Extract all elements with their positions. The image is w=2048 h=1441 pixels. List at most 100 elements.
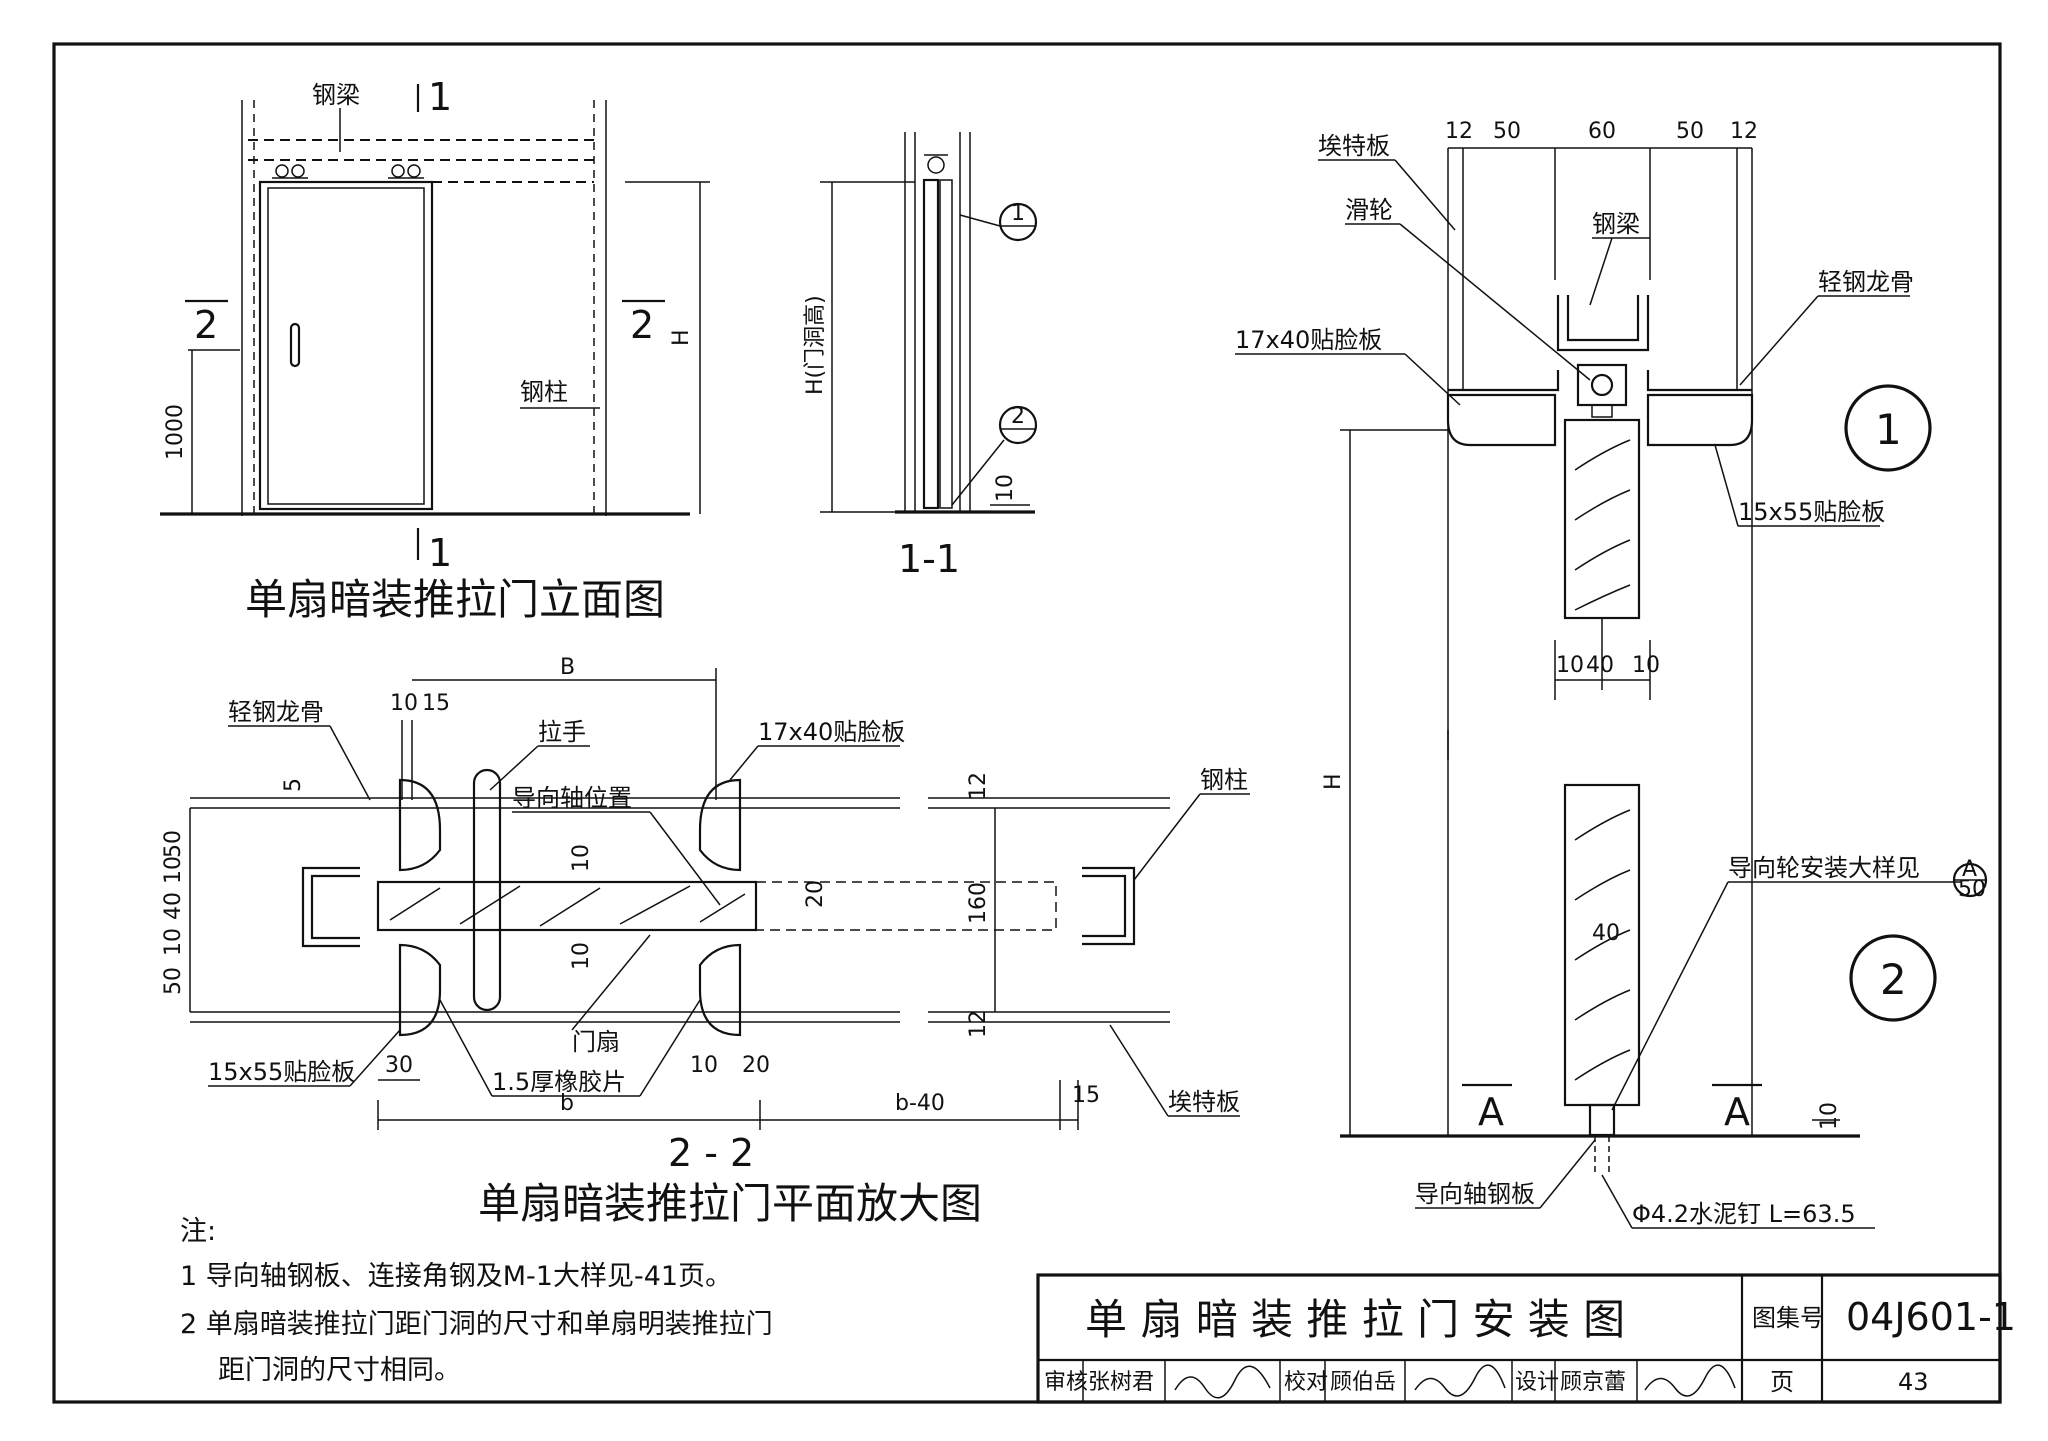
elev-section-1-top: 1 (428, 75, 452, 119)
callout-1 (998, 202, 1038, 242)
titleblock-checker: 顾伯岳 (1330, 1370, 1396, 1395)
svg-text:2: 2 (1011, 404, 1025, 429)
plan-2-2: B 10 15 轻钢龙骨 拉手 17x40贴脸板 导向轴位置 钢柱 50 10 … (161, 655, 1250, 1228)
titleblock-designer: 顾京蕾 (1560, 1370, 1626, 1395)
section-1-1: H(门洞高) 1 2 10 1-1 (803, 132, 1038, 581)
notes-line-3: 距门洞的尺寸相同。 (218, 1355, 461, 1386)
detail-guide-ref-label: 导向轮安装大样见 (1728, 854, 1920, 882)
plan-column-label: 钢柱 (1200, 766, 1248, 794)
plan-dim-B: B (560, 655, 575, 680)
section-title: 1-1 (898, 537, 960, 581)
svg-text:A: A (1962, 857, 1977, 882)
plan-dim-10: 10 (390, 691, 418, 716)
plan-board-label: 埃特板 (1168, 1088, 1240, 1116)
svg-text:50: 50 (1958, 877, 1986, 902)
svg-text:10: 10 (569, 844, 594, 872)
detail-circle-1 (1844, 384, 1932, 472)
plan-title: 单扇暗装推拉门平面放大图 (478, 1179, 982, 1228)
section-roller-icon (924, 154, 948, 174)
detail-board-label: 埃特板 (1318, 132, 1390, 160)
svg-text:50: 50 (161, 830, 186, 858)
detail-dim-10b: 10 (1632, 653, 1660, 678)
checker-signature-icon (1414, 1364, 1506, 1397)
titleblock-reviewer: 张树君 (1088, 1370, 1154, 1395)
plan-face-right-bottom (698, 943, 742, 1037)
detail-dim-12-right: 12 (1730, 119, 1758, 144)
callout-2 (998, 405, 1038, 445)
detail-pulley-label: 滑轮 (1345, 196, 1393, 224)
plan-left-channel (301, 866, 360, 948)
plan-door-leaf-label: 门扇 (572, 1028, 620, 1056)
notes-line-1: 1 导向轴钢板、连接角钢及M-1大样见-41页。 (180, 1261, 732, 1292)
svg-text:10: 10 (569, 942, 594, 970)
elev-height-dim: H (669, 329, 694, 346)
detail-face-15x55 (1646, 393, 1754, 447)
plan-dim-20-lower: 20 (742, 1053, 770, 1078)
detail-view: 12 50 60 50 12 10 40 10 40 H 埃特板 (1235, 119, 1988, 1229)
detail-dim-40: 40 (1586, 653, 1614, 678)
plan-dim-15: 15 (422, 691, 450, 716)
detail-dim-40-lower: 40 (1592, 921, 1620, 946)
titleblock-check: 校对 (1284, 1370, 1328, 1395)
detail-dim-H: H (1321, 773, 1346, 790)
roller-right-icon (388, 164, 424, 179)
plan-dim-b: b (560, 1091, 574, 1116)
pulley-icon (1576, 363, 1628, 418)
detail-face-15x55-label: 15x55贴脸板 (1738, 498, 1885, 526)
elev-1000-dim: 1000 (163, 404, 188, 460)
title-block: 单 扇 暗 装 推 拉 门 安 装 图 图集号 04J601-1 审核 张树君 … (1036, 1273, 2016, 1404)
plan-face-left-top (398, 778, 442, 872)
elev-section-2-left: 2 (194, 303, 218, 347)
detail-section-A-left: A (1478, 1090, 1504, 1134)
plan-section-title: 2 - 2 (668, 1131, 754, 1175)
svg-text:10: 10 (161, 928, 186, 956)
elev-section-2-right: 2 (630, 303, 654, 347)
svg-text:50: 50 (161, 967, 186, 995)
door-handle-icon (289, 322, 301, 368)
titleblock-atlas-label: 图集号 (1752, 1304, 1824, 1332)
elev-title: 单扇暗装推拉门立面图 (245, 575, 665, 624)
sheet-border (52, 42, 2002, 1404)
elev-door-leaf (258, 180, 434, 511)
plan-face-15x55-label: 15x55贴脸板 (208, 1058, 355, 1086)
detail-face-17x40-label: 17x40贴脸板 (1235, 326, 1382, 354)
elevation-view: 钢梁 1 H 1000 2 2 钢柱 1 单扇暗装推拉门立面图 (160, 75, 710, 624)
plan-light-keel-label: 轻钢龙骨 (228, 698, 324, 726)
guide-axis-icon (1588, 1103, 1616, 1137)
section-10-dim: 10 (993, 474, 1018, 502)
detail-light-keel-label: 轻钢龙骨 (1818, 268, 1914, 296)
detail-dim-10a: 10 (1556, 653, 1584, 678)
reviewer-signature-icon (1174, 1365, 1271, 1399)
plan-dim-20: 20 (803, 880, 828, 908)
svg-text:40: 40 (161, 892, 186, 920)
plan-face-right-top (698, 778, 742, 872)
plan-face-17x40-label: 17x40贴脸板 (758, 718, 905, 746)
detail-beam-label: 钢梁 (1592, 210, 1640, 238)
designer-signature-icon (1644, 1364, 1736, 1397)
detail-dim-50-left: 50 (1493, 119, 1521, 144)
detail-guide-plate-label: 导向轴钢板 (1415, 1180, 1535, 1208)
plan-dim-15-lower: 15 (1072, 1083, 1100, 1108)
roller-left-icon (272, 164, 308, 179)
plan-handle (472, 768, 502, 1012)
plan-guide-pos-label: 导向轴位置 (512, 784, 632, 812)
detail-circle-2 (1849, 934, 1937, 1022)
titleblock-title: 单 扇 暗 装 推 拉 门 安 装 图 (1085, 1295, 1625, 1344)
notes-heading: 注: (180, 1216, 216, 1247)
plan-dim-160: 160 (966, 882, 991, 924)
detail-dim-50-right: 50 (1676, 119, 1704, 144)
elev-column-label: 钢柱 (520, 378, 568, 406)
detail-steel-beam (1556, 295, 1650, 352)
notes-line-2: 2 单扇暗装推拉门距门洞的尺寸和单扇明装推拉门 (180, 1309, 773, 1340)
plan-dim-10-lower: 10 (690, 1053, 718, 1078)
detail-dim-10-lower: 10 (1817, 1102, 1842, 1130)
section-height-dim: H(门洞高) (803, 295, 828, 395)
plan-face-left-bottom (398, 943, 442, 1037)
svg-text:2: 2 (1880, 955, 1907, 1004)
plan-handle-label: 拉手 (538, 718, 586, 746)
plan-dim-30: 30 (385, 1053, 413, 1078)
plan-dim-b40: b-40 (895, 1091, 945, 1116)
plan-dim-12-top: 12 (966, 772, 991, 800)
svg-text:1: 1 (1875, 405, 1902, 454)
